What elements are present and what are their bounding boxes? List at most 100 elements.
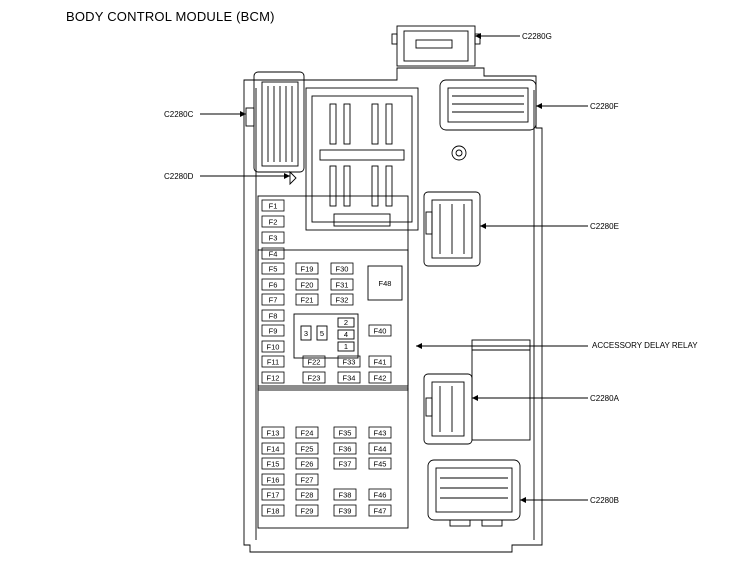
fuse-box-f36 [333,442,357,455]
fuse-f45: F45 [374,460,387,469]
fuse-box-f27 [295,473,319,486]
fuse-box-f43 [368,426,392,439]
fuse-box-f10 [261,340,285,353]
relay-terminal-1: 1 [344,342,348,351]
fuse-box-f46 [368,488,392,501]
connector-c2280c [245,71,305,173]
fuse-f31: F31 [336,281,349,290]
diagram-title: BODY CONTROL MODULE (BCM) [66,9,275,24]
fuse-box-f9 [261,324,285,337]
fuse-f11: F11 [267,358,279,367]
fuse-f15: F15 [267,460,280,469]
fuse-box-f14 [261,442,285,455]
relay-terminal-5: 5 [320,329,324,338]
fuse-box-f11 [261,355,285,368]
fuse-box-f41 [368,355,392,368]
fuse-f13: F13 [267,429,280,438]
label-accessory-delay-relay: ACCESSORY DELAY RELAY [592,341,698,350]
label-c2280a: C2280A [590,394,620,403]
fuse-box-f4 [261,247,285,260]
fuse-box-f35 [333,426,357,439]
fuse-box-f26 [295,457,319,470]
leader-lines [200,35,588,501]
accessory-delay-relay [471,339,531,441]
fuse-f34: F34 [343,374,356,383]
fuse-f22: F22 [308,358,321,367]
fuse-box-f20 [295,278,319,291]
connector-c2280e [423,191,481,267]
fuse-box-f44 [368,442,392,455]
fuse-box-f45 [368,457,392,470]
fuse-group: F1F2F3F4F5F6F7F8F9F10F11F12F13F14F15F16F… [261,199,392,517]
fuse-f44: F44 [374,445,387,454]
bcm-housing [243,67,543,553]
fuse-f24: F24 [301,429,314,438]
fuse-f30: F30 [336,265,349,274]
label-c2280c: C2280C [164,110,194,119]
fuse-box-f42 [368,371,392,384]
fuse-box-f23 [302,371,326,384]
connector-c2280a [423,373,473,445]
fuse-f42: F42 [374,374,387,383]
fuse-box-f2 [261,215,285,228]
fuse-box-f40 [368,324,392,337]
label-c2280g: C2280G [522,32,552,41]
fuse-box-f22 [302,355,326,368]
fuse-f27: F27 [301,476,314,485]
fuse-f38: F38 [339,491,352,500]
fuse-box-f19 [295,262,319,275]
fuse-box-f5 [261,262,285,275]
fuse-box-f30 [330,262,354,275]
fuse-box-f13 [261,426,285,439]
fuse-f33: F33 [343,358,356,367]
fuse-box-f29 [295,504,319,517]
fuse-box-f32 [330,293,354,306]
relay-terminals [300,317,355,352]
fuse-box-f1 [261,199,285,212]
label-c2280f: C2280F [590,102,619,111]
connector-c2280f [439,79,537,161]
fuse-f14: F14 [267,445,280,454]
relay-terminal-3: 3 [304,329,308,338]
fuse-f16: F16 [267,476,280,485]
fuse-f21: F21 [301,296,314,305]
fuse-panel [257,195,409,529]
fuse-f25: F25 [301,445,314,454]
fuse-f29: F29 [301,507,314,516]
fuse-f41: F41 [374,358,387,367]
fuse-box-f38 [333,488,357,501]
fuse-f3: F3 [269,234,278,243]
fuse-box-f37 [333,457,357,470]
fuse-f37: F37 [339,460,352,469]
fuse-f1: F1 [269,202,278,211]
fuse-box-f3 [261,231,285,244]
fuse-f47: F47 [374,507,387,516]
fuse-f19: F19 [301,265,314,274]
fuse-f26: F26 [301,460,314,469]
fuse-box-f7 [261,293,285,306]
label-c2280d: C2280D [164,172,194,181]
fuse-f4: F4 [269,250,278,259]
fuse-box-f16 [261,473,285,486]
connector-c2280g [391,25,481,67]
fuse-box-f31 [330,278,354,291]
fuse-box-f21 [295,293,319,306]
fuse-box-f34 [337,371,361,384]
fuse-box-f33 [337,355,361,368]
fuse-f17: F17 [267,491,280,500]
fuse-f18: F18 [267,507,280,516]
fuse-f40: F40 [374,327,387,336]
fuse-f10: F10 [267,343,280,352]
fuse-box-f39 [333,504,357,517]
fuse-f43: F43 [374,429,387,438]
label-c2280e: C2280E [590,222,619,231]
housing-inner-line [255,88,535,540]
fuse-f23: F23 [308,374,321,383]
relay-terminal-4: 4 [344,330,348,339]
fuse-f9: F9 [269,327,278,336]
fuse-f39: F39 [339,507,352,516]
fuse-box-f47 [368,504,392,517]
fuse-box-f17 [261,488,285,501]
fuse-box-f25 [295,442,319,455]
